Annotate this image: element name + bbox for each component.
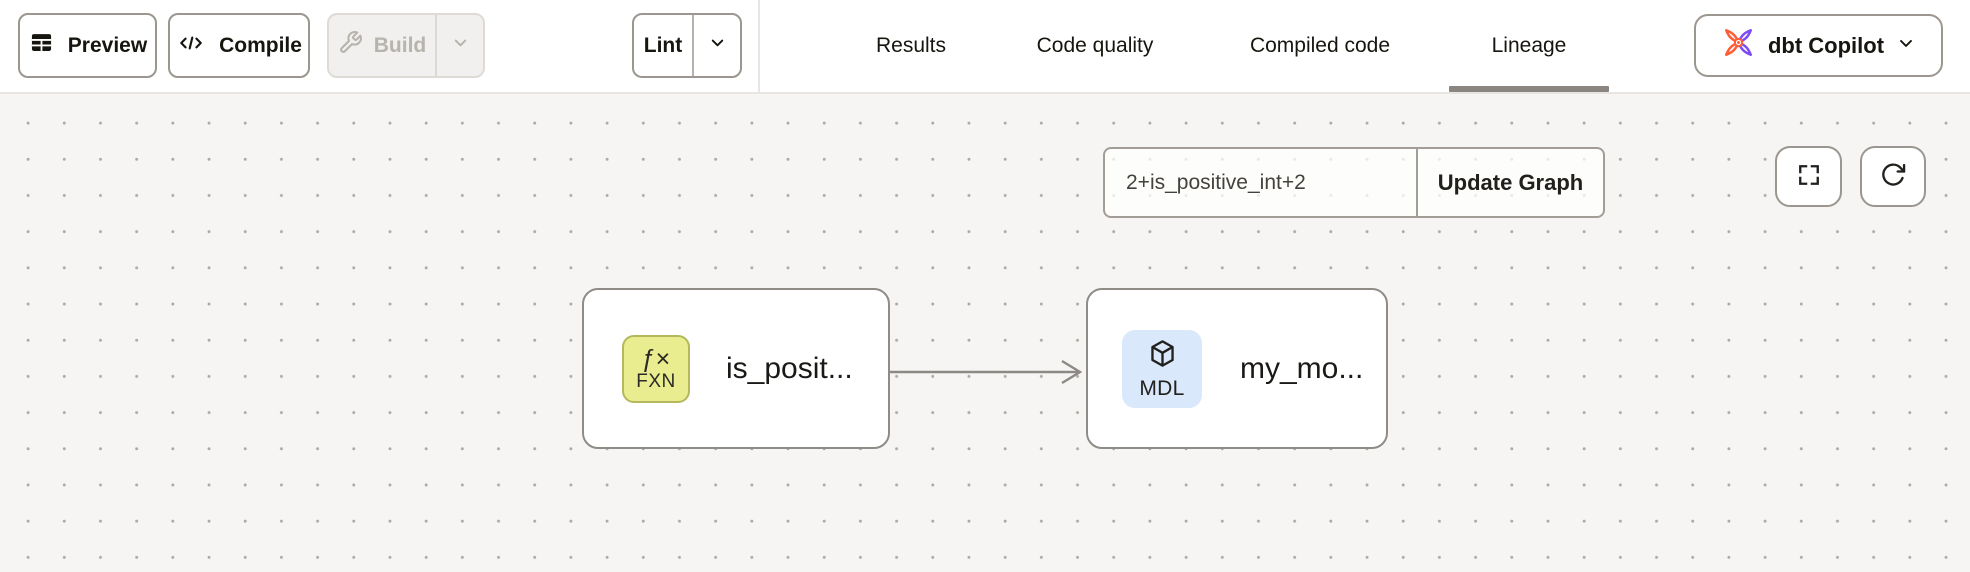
refresh-graph-button[interactable] [1860,146,1926,207]
dbt-copilot-button[interactable]: dbt Copilot [1694,14,1943,77]
update-graph-button[interactable]: Update Graph [1418,149,1603,216]
build-button[interactable]: Build [329,15,435,76]
lint-dropdown-toggle[interactable] [694,15,740,76]
graph-control-divider [1416,149,1418,216]
chevron-down-icon [1896,33,1916,59]
lineage-node-model[interactable]: MDL my_mo... [1086,288,1388,449]
dbt-logo-icon [1721,25,1756,66]
lint-button[interactable]: Lint [634,15,692,76]
build-dropdown-toggle[interactable] [437,15,483,76]
fullscreen-button[interactable] [1775,146,1842,207]
mdl-badge-label: MDL [1139,376,1185,400]
chevron-down-icon [451,33,470,58]
cube-icon [1146,337,1179,375]
preview-button-label: Preview [67,33,148,57]
compile-button-label: Compile [219,33,302,57]
dbt-copilot-label: dbt Copilot [1767,32,1885,58]
editor-toolbar: Preview Compile Build [0,0,1970,94]
preview-button[interactable]: Preview [18,13,157,78]
compile-button[interactable]: Compile [168,13,310,78]
refresh-icon [1879,161,1907,192]
build-split-button[interactable]: Build [327,13,485,78]
fxn-badge-label: FXN [636,370,676,392]
tab-code-quality[interactable]: Code quality [1005,0,1185,92]
lineage-node-function[interactable]: ƒ× FXN is_posit... [582,288,890,449]
tab-compiled-code-label: Compiled code [1249,34,1391,57]
lineage-canvas[interactable]: Update Graph ƒ× FXN is_posit... [0,94,1970,572]
graph-selector-control: Update Graph [1103,147,1605,218]
chevron-down-icon [708,33,727,58]
lineage-edge-arrow [888,359,1083,385]
tab-code-quality-label: Code quality [1036,34,1154,57]
fullscreen-icon [1795,161,1823,192]
build-split-divider [435,15,437,76]
tab-lineage-label: Lineage [1491,34,1567,57]
code-brackets-icon [176,30,206,62]
lint-split-button[interactable]: Lint [632,13,742,78]
wrench-icon [338,30,363,61]
tab-results[interactable]: Results [855,0,967,92]
tab-results-label: Results [875,34,947,57]
node-label: is_posit... [726,351,853,385]
lint-button-label: Lint [643,33,683,57]
table-icon [28,29,55,62]
build-button-label: Build [373,33,427,57]
tab-lineage[interactable]: Lineage [1449,0,1609,92]
fx-symbol: ƒ× [641,344,671,373]
node-label: my_mo... [1240,351,1364,385]
function-badge-icon: ƒ× FXN [622,334,690,403]
model-badge-icon: MDL [1122,329,1202,408]
toolbar-divider [758,0,760,92]
lineage-selector-input[interactable] [1105,149,1416,216]
tab-compiled-code[interactable]: Compiled code [1205,0,1435,92]
lint-split-divider [692,15,694,76]
active-tab-indicator [1449,86,1609,92]
